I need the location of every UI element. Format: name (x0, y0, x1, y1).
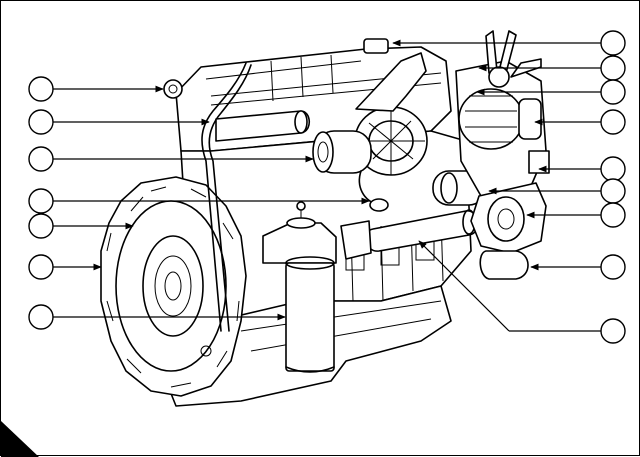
callout-left-5 (28, 213, 54, 239)
callout-right-1 (600, 30, 626, 56)
pipework (201, 62, 311, 332)
callout-right-6 (600, 178, 626, 204)
corner-tab-icon (1, 421, 39, 457)
callout-right-8 (600, 254, 626, 280)
leader-line-right-9-diagonal (418, 240, 510, 332)
flywheel-housing (100, 176, 247, 397)
callout-right-3 (600, 79, 626, 105)
turbocharger (312, 52, 428, 212)
callout-right-7 (600, 202, 626, 228)
left-callouts (28, 76, 370, 330)
callout-right-9 (600, 318, 626, 344)
right-callouts (392, 30, 626, 344)
intake-pipe (340, 209, 479, 260)
callout-left-3 (28, 146, 54, 172)
callout-left-7 (28, 304, 54, 330)
callout-right-2 (600, 55, 626, 81)
callout-right-4 (600, 109, 626, 135)
callout-right-5 (600, 156, 626, 182)
callout-left-2 (28, 109, 54, 135)
callout-left-6 (28, 254, 54, 280)
oil-filter (262, 201, 337, 373)
callout-left-4 (28, 188, 54, 214)
callout-left-1 (28, 76, 54, 102)
